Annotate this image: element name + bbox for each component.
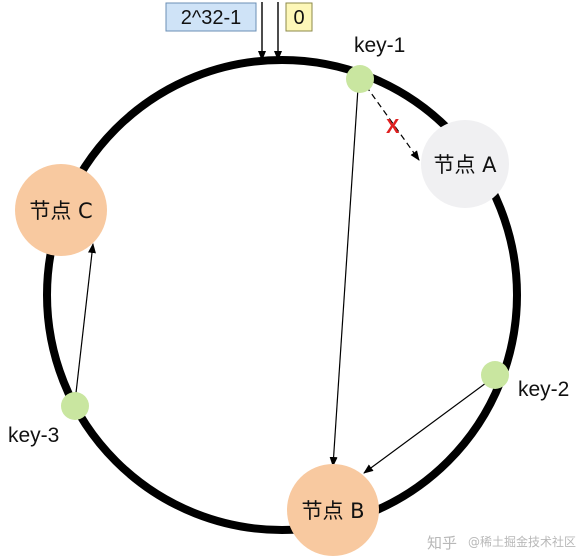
- node-c-label: 节点 C: [29, 199, 92, 223]
- node-a-circle: [421, 120, 509, 208]
- node-b: 节点 B: [287, 464, 379, 556]
- node-b-label: 节点 B: [301, 499, 364, 523]
- node-a: 节点 A: [421, 120, 509, 208]
- key2-point: [481, 361, 509, 389]
- range-max-box-bg: [165, 2, 257, 32]
- failed-cross-mark: X: [386, 116, 400, 138]
- range-zero-box: 0: [285, 2, 313, 32]
- watermark-handle: @稀土掘金技术社区: [468, 534, 576, 549]
- range-zero-box-bg: [285, 2, 313, 32]
- key1-to-node-b-arrow: [329, 87, 359, 467]
- key1-point: [346, 65, 374, 93]
- node-b-circle: [287, 464, 379, 556]
- key1-to-node-a-failed-arrow: [365, 85, 420, 161]
- key1-label: key-1: [354, 34, 405, 57]
- range-max-label: 2^32-1: [181, 7, 242, 29]
- key3-to-node-c-arrow: [75, 243, 96, 394]
- hash-ring: [43, 56, 521, 534]
- key3-point: [61, 392, 89, 420]
- node-c-circle: [15, 164, 107, 256]
- range-zero-label: 0: [293, 7, 304, 29]
- range-max-box: 2^32-1: [165, 2, 257, 32]
- node-c: 节点 C: [15, 164, 107, 256]
- watermark-brand: 知乎: [427, 534, 457, 552]
- key2-label: key-2: [518, 378, 569, 401]
- node-a-label: 节点 A: [433, 153, 497, 177]
- key2-to-node-b-arrow: [363, 379, 491, 474]
- key3-label: key-3: [8, 424, 59, 447]
